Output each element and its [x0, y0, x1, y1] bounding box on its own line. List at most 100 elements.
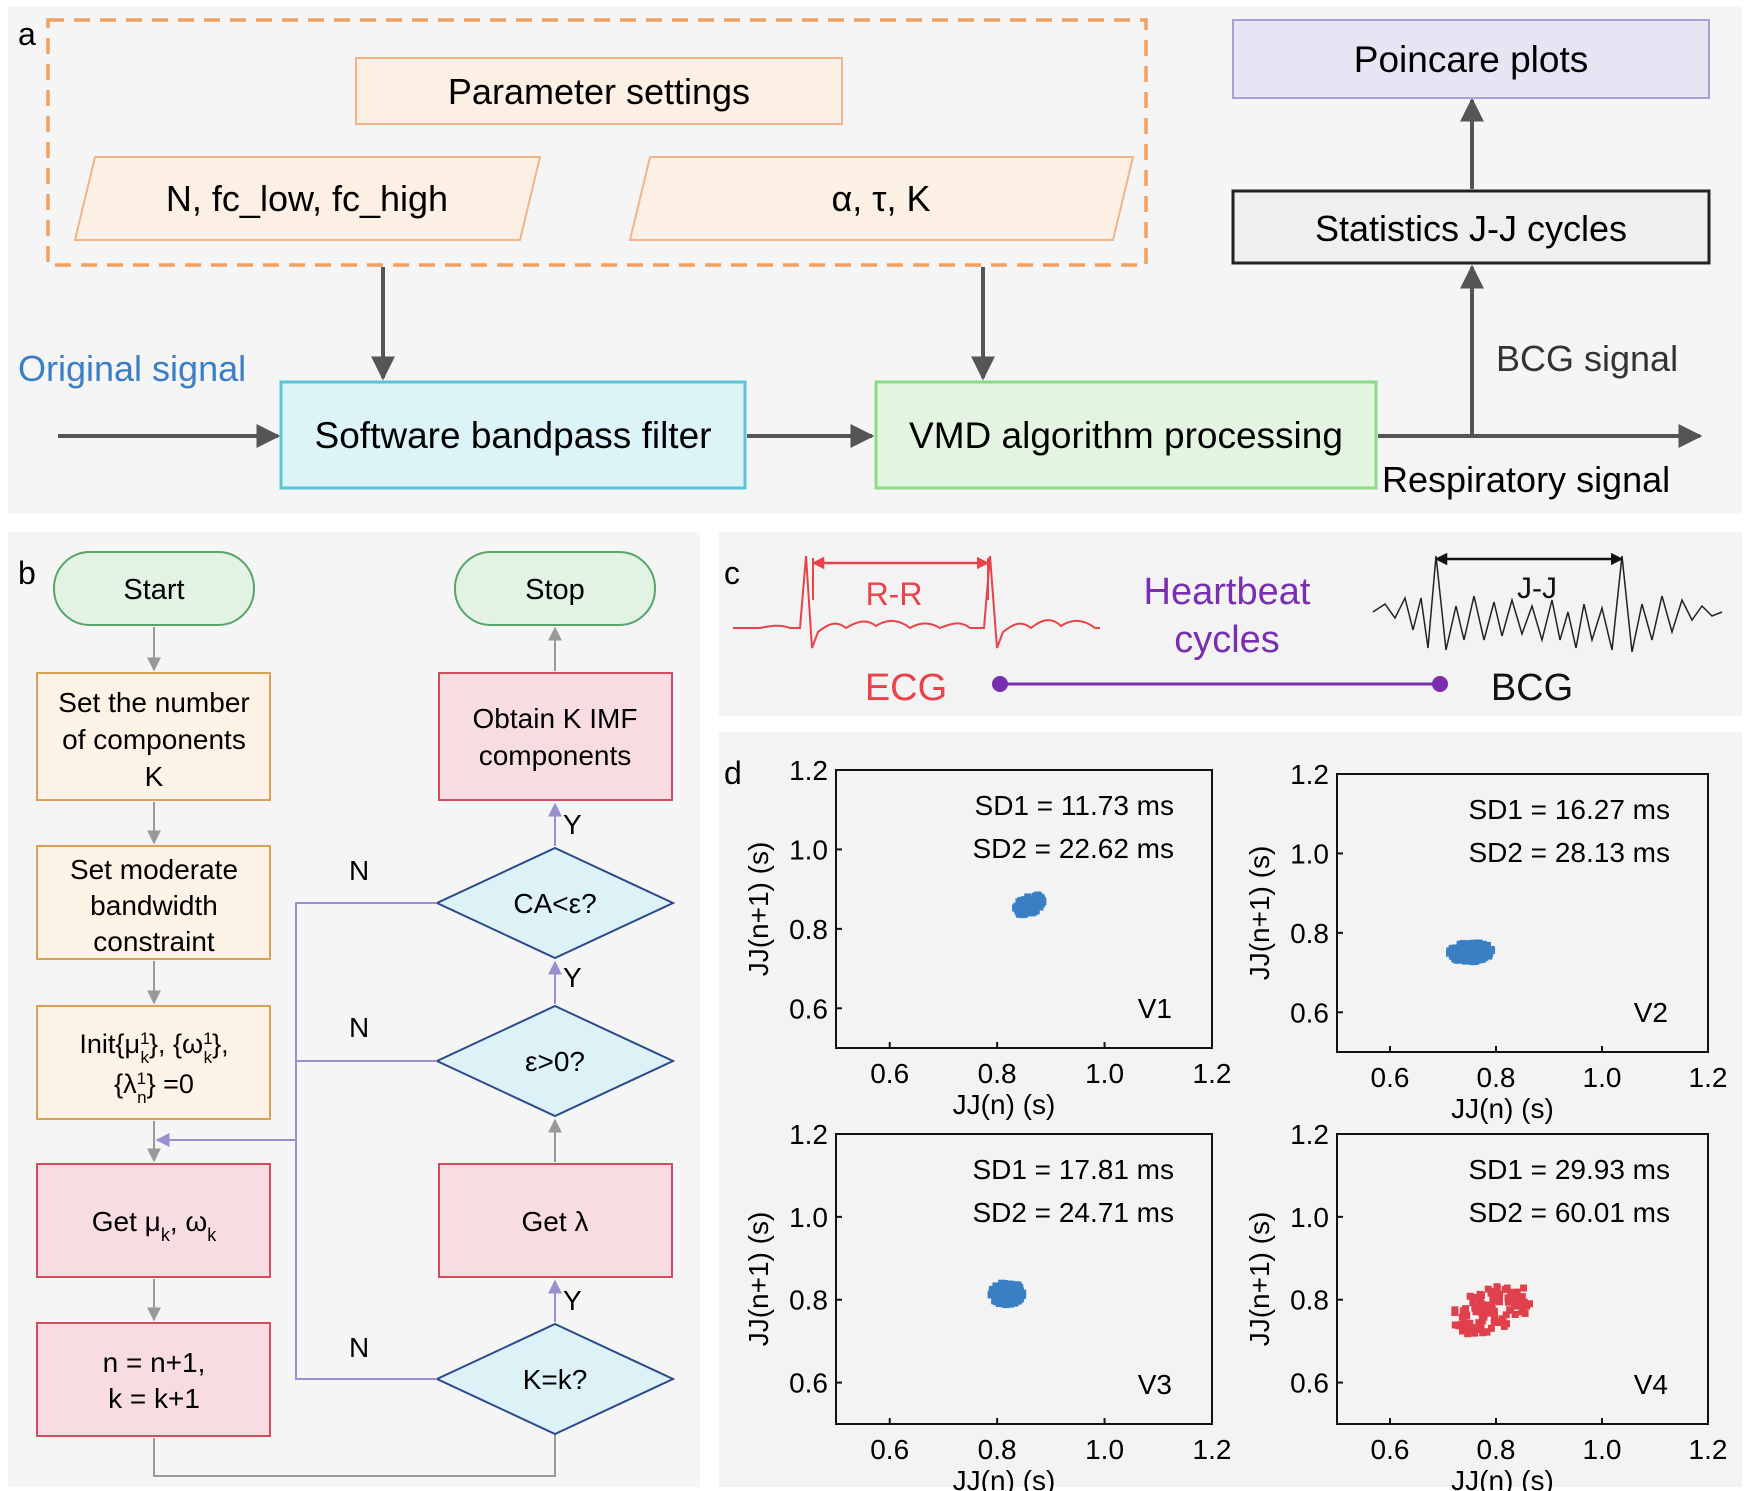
y-tick-label: 0.6: [1290, 997, 1329, 1028]
x-tick-label: 1.0: [1085, 1058, 1124, 1089]
scatter-point: [1488, 1301, 1496, 1309]
scatter-point: [1461, 943, 1469, 951]
sd1-annotation: SD1 = 11.73 ms: [975, 790, 1174, 821]
scatter-point: [1451, 1306, 1459, 1314]
scatter-point: [992, 1291, 1000, 1299]
scatter-point: [997, 1285, 1005, 1293]
x-tick-label: 1.0: [1583, 1062, 1622, 1093]
subject-label: V3: [1138, 1369, 1172, 1400]
panel-a-label: a: [18, 16, 36, 52]
scatter-point: [1473, 1293, 1481, 1301]
scatter-point: [1483, 1328, 1491, 1336]
scatter-point: [1472, 1325, 1480, 1333]
scatter-point: [1513, 1290, 1521, 1298]
scatter-point: [1476, 1299, 1484, 1307]
ca-text: CA<ε?: [513, 888, 596, 919]
scatter-point: [1462, 1312, 1470, 1320]
set-k-line1: Set the number: [58, 687, 249, 718]
scatter-point: [1457, 1321, 1465, 1329]
scatter-point: [1011, 1283, 1019, 1291]
scatter-point: [1013, 902, 1021, 910]
x-tick-label: 0.6: [1371, 1062, 1410, 1093]
scatter-point: [1483, 941, 1491, 949]
scatter-point: [1020, 911, 1028, 919]
x-tick-label: 0.8: [978, 1434, 1017, 1465]
parameter-settings-box: [355, 57, 843, 125]
y-tick-label: 1.2: [789, 755, 828, 786]
x-tick-label: 1.2: [1689, 1062, 1728, 1093]
y-tick-label: 1.0: [789, 1202, 828, 1233]
scatter-point: [1516, 1302, 1524, 1310]
scatter-point: [1510, 1302, 1518, 1310]
scatter-point: [1465, 1324, 1473, 1332]
scatter-point: [1477, 948, 1485, 956]
sd1-annotation: SD1 = 29.93 ms: [1468, 1154, 1670, 1185]
get-lambda-text: Get λ: [522, 1206, 589, 1237]
x-tick-label: 1.2: [1193, 1434, 1232, 1465]
scatter-point: [1468, 1324, 1476, 1332]
scatter-point: [1450, 948, 1458, 956]
scatter-point: [1511, 1310, 1519, 1318]
scatter-point: [1003, 1283, 1011, 1291]
scatter-point: [1022, 904, 1030, 912]
scatter-point: [1491, 1296, 1499, 1304]
y-tick-label: 0.6: [789, 993, 828, 1024]
plot-frame: [1336, 1133, 1709, 1425]
scatter-point: [1457, 940, 1465, 948]
heartbeat-line2: cycles: [1174, 619, 1280, 661]
vmd-text: VMD algorithm processing: [909, 415, 1343, 456]
rr-label: R-R: [866, 576, 923, 612]
scatter-point: [1016, 910, 1024, 918]
jj-label: J-J: [1517, 572, 1557, 605]
eps-yes-label: Y: [563, 962, 582, 993]
scatter-point: [1488, 1288, 1496, 1296]
param-right-text: α, τ, K: [831, 178, 930, 219]
x-axis-label: JJ(n) (s): [953, 1089, 1056, 1120]
scatter-point: [1007, 1298, 1015, 1306]
panel-a: a Parameter settings N, fc_low, fc_high …: [8, 6, 1742, 514]
scatter-point: [1007, 1293, 1015, 1301]
scatter-point: [1496, 1298, 1504, 1306]
scatter-point: [1000, 1295, 1008, 1303]
sd1-annotation: SD1 = 17.81 ms: [972, 1154, 1174, 1185]
bandpass-filter-box: [279, 380, 747, 490]
k-yes-label: Y: [563, 1285, 582, 1316]
respiratory-signal-label: Respiratory signal: [1382, 459, 1670, 500]
bcg-connector-dot: [1432, 676, 1448, 692]
epsilon-decision: [434, 1004, 676, 1118]
scatter-point: [1460, 955, 1468, 963]
update-line1: n = n+1,: [103, 1347, 206, 1378]
x-tick-label: 0.6: [870, 1434, 909, 1465]
scatter-point: [1484, 946, 1492, 954]
ecg-label: ECG: [865, 667, 947, 709]
scatter-point: [1471, 1304, 1479, 1312]
scatter-point: [1519, 1306, 1527, 1314]
obtain-line1: Obtain K IMF: [473, 703, 638, 734]
x-tick-label: 1.0: [1085, 1434, 1124, 1465]
y-tick-label: 0.6: [1290, 1368, 1329, 1399]
scatter-point: [1500, 1322, 1508, 1330]
scatter-point: [1504, 1298, 1512, 1306]
x-tick-label: 1.0: [1583, 1434, 1622, 1465]
scatter-point: [1030, 908, 1038, 916]
y-tick-label: 1.2: [1290, 1119, 1329, 1150]
panel-c: c R-R Heartbeat cycles ECG BCG J-J: [719, 532, 1742, 716]
scatter-point: [1460, 951, 1468, 959]
y-axis-label: JJ(n+1) (s): [743, 842, 774, 977]
panel-b: b Start Set the number of components K S…: [8, 532, 700, 1487]
poincare-text: Poincare plots: [1354, 39, 1588, 80]
y-tick-label: 1.0: [789, 834, 828, 865]
set-k-line3: K: [145, 761, 164, 792]
set-bw-line3: constraint: [93, 926, 215, 957]
scatter-point: [1502, 1311, 1510, 1319]
get-lambda-box: [438, 1163, 673, 1278]
k-equals-decision: [434, 1322, 676, 1436]
subject-label: V4: [1634, 1369, 1668, 1400]
scatter-point: [1507, 1306, 1515, 1314]
scatter-point: [1490, 1307, 1498, 1315]
x-tick-label: 1.2: [1689, 1434, 1728, 1465]
obtain-imf-box: [438, 672, 673, 801]
y-axis-label: JJ(n+1) (s): [743, 1212, 774, 1347]
